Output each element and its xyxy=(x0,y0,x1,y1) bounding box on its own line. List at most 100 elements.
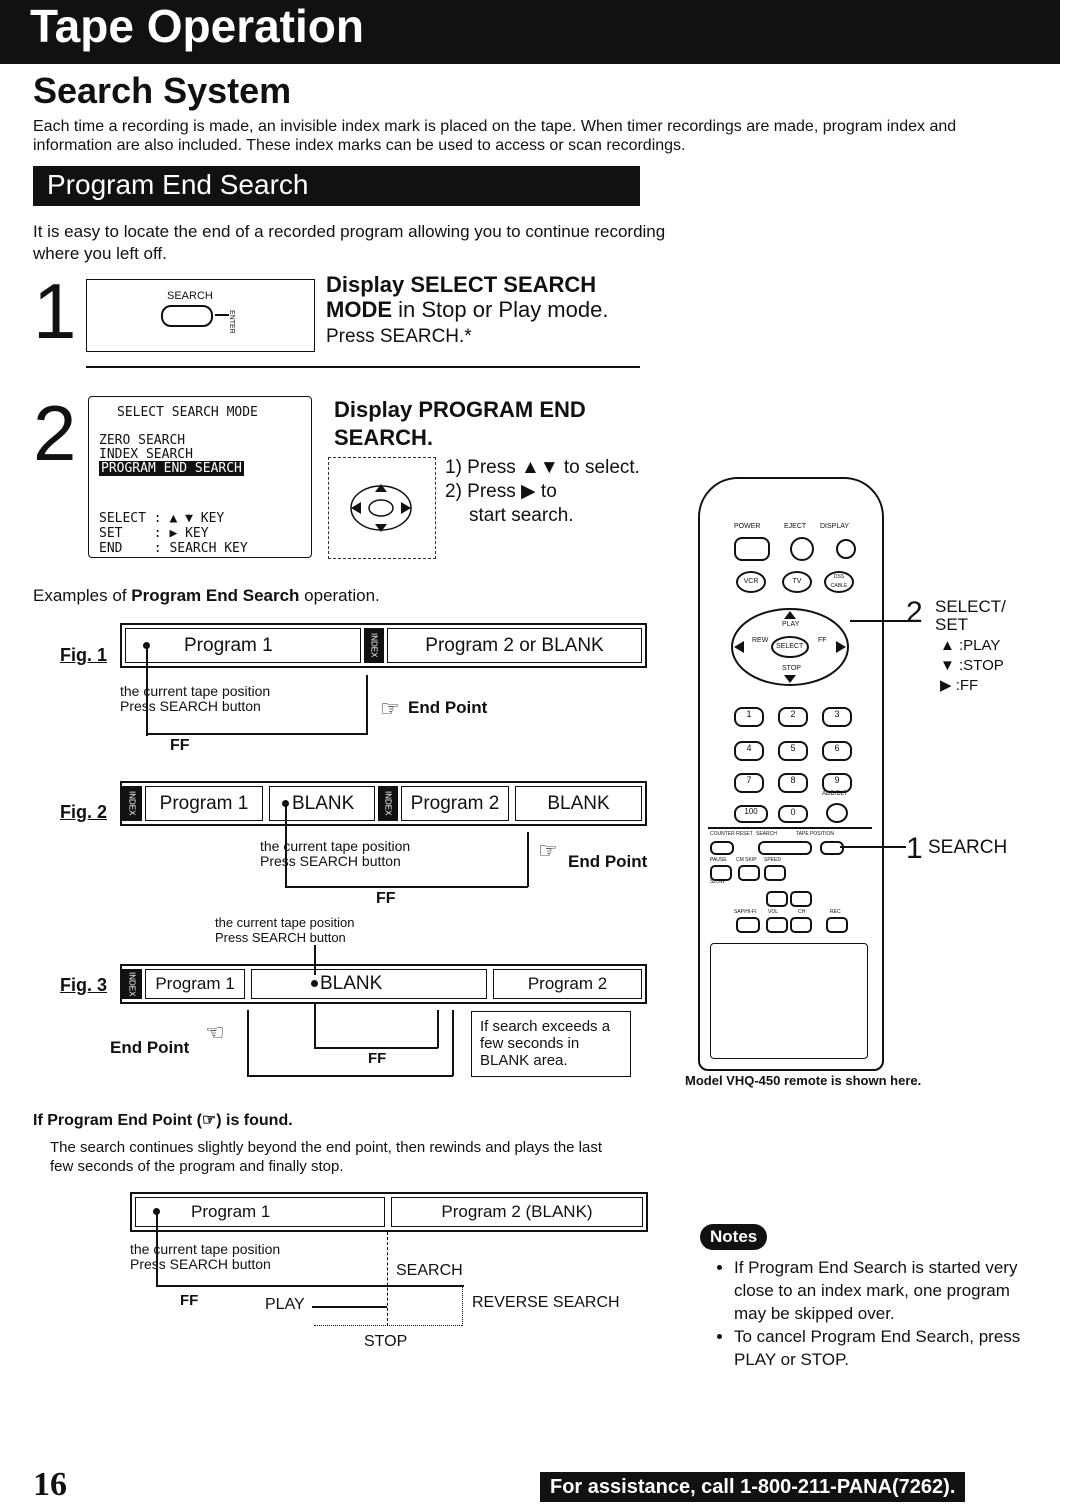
fig-2-label: Fig. 2 xyxy=(60,802,108,822)
tv-button[interactable]: TV xyxy=(782,571,812,593)
fig-3-ff-label: FF xyxy=(368,1050,387,1067)
rew-label: REW xyxy=(752,637,769,644)
end-point-hand-icon: ☞ xyxy=(380,696,400,721)
found-program-1: Program 1 xyxy=(135,1197,385,1227)
fig-2-program-2: Program 2 xyxy=(401,786,509,821)
search-button-icon xyxy=(161,305,213,327)
fig-2-ff-label: FF xyxy=(376,890,396,907)
play-label: PLAY xyxy=(782,621,800,628)
number-6-button[interactable]: 6 xyxy=(822,741,852,761)
vol-up-button[interactable] xyxy=(766,891,788,907)
position-line xyxy=(314,945,316,975)
fig-3-label: Fig. 3 xyxy=(60,975,108,995)
display-button[interactable] xyxy=(836,539,856,559)
power-button[interactable] xyxy=(734,537,770,561)
remote-caption: Model VHQ-450 remote is shown here. xyxy=(685,1073,922,1088)
joystick-icon xyxy=(350,484,412,532)
fig-3-note: If search exceeds a few seconds in BLANK… xyxy=(471,1011,631,1077)
found-tape: Program 1 Program 2 (BLANK) xyxy=(130,1192,648,1232)
stop-line xyxy=(314,1325,462,1326)
position-line xyxy=(146,648,148,736)
fig-1-label: Fig. 1 xyxy=(60,645,108,665)
index-mark: INDEX xyxy=(364,628,384,663)
remote-panel-divider xyxy=(708,827,872,829)
section-title: Search System xyxy=(33,70,292,111)
ch-up-button[interactable] xyxy=(790,891,812,907)
hand-icon: ☞ xyxy=(201,1112,217,1129)
fig-1-ff-label: FF xyxy=(170,737,190,754)
ff-arrow-line xyxy=(146,733,368,735)
index-mark: INDEX xyxy=(122,969,142,999)
select-callout-line xyxy=(850,620,910,622)
page-number: 16 xyxy=(33,1466,67,1503)
fig-3-program-2: Program 2 xyxy=(493,969,642,999)
number-4-button[interactable]: 4 xyxy=(734,741,764,761)
position-line xyxy=(285,806,287,888)
found-search-label: SEARCH xyxy=(396,1262,463,1279)
found-title: If Program End Point (☞) is found. xyxy=(33,1112,293,1129)
ff-arrow-line xyxy=(314,1047,438,1049)
enter-label: ENTER xyxy=(228,310,235,334)
eject-button[interactable] xyxy=(790,537,814,561)
number-9-button[interactable]: 9 xyxy=(822,773,852,793)
notes-list: If Program End Search is started very cl… xyxy=(716,1256,1036,1371)
tape-position-dot xyxy=(282,800,289,807)
step-1-number: 1 xyxy=(33,267,77,355)
connector-line xyxy=(215,314,229,316)
vol-down-button[interactable] xyxy=(766,917,788,933)
rec-button[interactable] xyxy=(826,917,848,933)
callout-1-number: 1 xyxy=(906,832,923,865)
cm-skip-button[interactable] xyxy=(738,865,760,881)
fig-2-program-1: Program 1 xyxy=(145,786,263,821)
callout-2-title: SELECT/SET xyxy=(935,597,1006,634)
number-3-button[interactable]: 3 xyxy=(822,707,852,727)
fig-3-tape: INDEX Program 1 BLANK Program 2 xyxy=(120,964,647,1004)
step-1-instruction: Press SEARCH.* xyxy=(326,326,472,347)
fig-3-end-point: End Point xyxy=(110,1038,190,1057)
ff-label: FF xyxy=(818,637,827,644)
counter-reset-button[interactable] xyxy=(710,841,734,855)
tape-position-button[interactable] xyxy=(820,841,844,855)
number-7-button[interactable]: 7 xyxy=(734,773,764,793)
tape-position-dot xyxy=(153,1208,160,1215)
fig-3-program-1: Program 1 xyxy=(145,969,245,999)
dss-button[interactable]: DSS CABLE xyxy=(824,571,854,593)
select-label: SELECT xyxy=(776,643,804,650)
rewind-arrow-line xyxy=(247,1075,453,1077)
remote-lower-panel xyxy=(710,943,868,1059)
number-5-button[interactable]: 5 xyxy=(778,741,808,761)
number-100-button[interactable]: 100 xyxy=(734,805,768,823)
ff-line xyxy=(314,1004,316,1048)
add-delete-button[interactable] xyxy=(826,803,848,823)
play-arrow-line xyxy=(312,1306,387,1308)
vcr-button[interactable]: VCR xyxy=(736,571,766,593)
found-program-2: Program 2 (BLANK) xyxy=(391,1197,643,1227)
navigation-pad[interactable]: PLAY STOP REW FF SELECT xyxy=(728,605,852,689)
rewind-arrow-up xyxy=(247,1010,249,1076)
number-8-button[interactable]: 8 xyxy=(778,773,808,793)
number-1-button[interactable]: 1 xyxy=(734,707,764,727)
ff-arrow-line xyxy=(156,1285,464,1287)
sap-button[interactable] xyxy=(736,917,760,933)
fig-2-blank-2: BLANK xyxy=(515,786,642,821)
remote-search-button[interactable] xyxy=(758,841,812,855)
number-pad: 1 2 3 4 5 6 7 8 9 100 0 ADD/DLT xyxy=(734,707,854,823)
callout-2-number: 2 xyxy=(906,596,923,629)
found-reverse-label: REVERSE SEARCH xyxy=(472,1294,620,1311)
fig-1-program-2: Program 2 or BLANK xyxy=(387,628,642,663)
pause-button[interactable] xyxy=(710,865,732,881)
fig-3-blank: BLANK xyxy=(251,969,487,999)
subsection-title: Program End Search xyxy=(33,166,640,206)
tape-position-dot xyxy=(143,642,150,649)
joystick-illustration xyxy=(328,457,436,559)
speed-button[interactable] xyxy=(764,865,786,881)
ch-down-button[interactable] xyxy=(790,917,812,933)
callout-2-keys: ▲ :PLAY ▼ :STOP ▶ :FF xyxy=(940,637,1004,694)
end-point-hand-icon: ☞ xyxy=(538,838,558,863)
lcd-screen: SELECT SEARCH MODE ZERO SEARCH INDEX SEA… xyxy=(88,396,312,558)
rewind-line xyxy=(452,1010,454,1076)
number-0-button[interactable]: 0 xyxy=(778,805,808,823)
number-2-button[interactable]: 2 xyxy=(778,707,808,727)
